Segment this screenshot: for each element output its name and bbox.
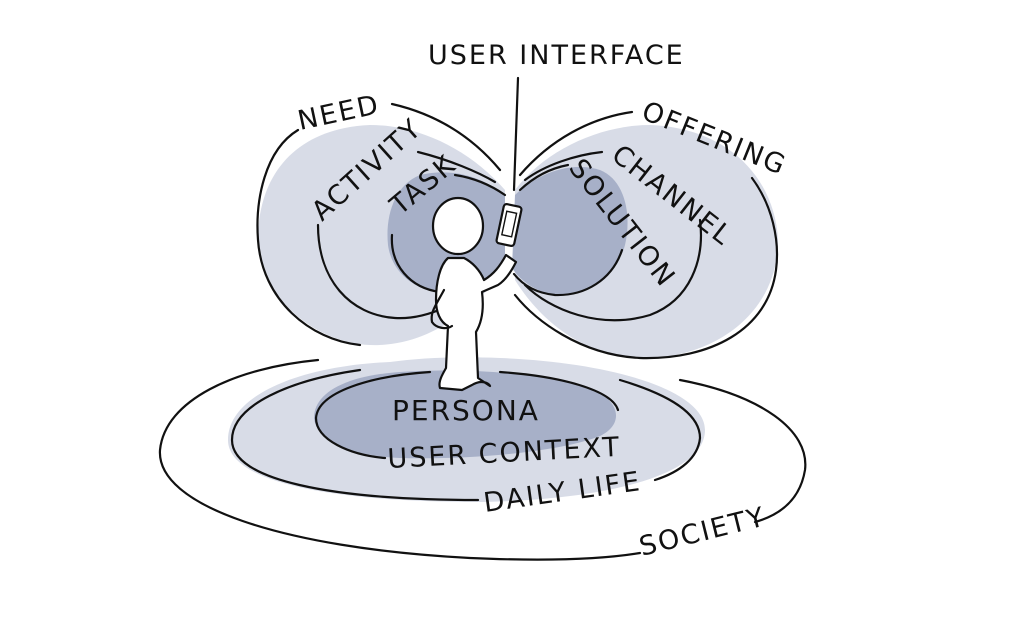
daily-life-ring-right [618,378,702,482]
offering-wing-outline-right [513,176,779,360]
activity-ring-top [416,150,497,184]
daily-life-ring [230,368,480,502]
phone-icon [495,203,523,247]
user-interface-pointer [512,76,520,192]
need-wing-outline [390,102,502,172]
offering-wing-outline [518,110,634,177]
channel-ring [523,218,702,322]
solution-ring-right [512,248,624,297]
task-ring [453,173,507,197]
user-context-ring [314,370,432,460]
solution-ring [518,163,570,192]
solution-area [512,166,628,296]
society-label: SOCIETY [636,501,769,562]
task-ring-left [390,233,442,294]
society-ring-right [678,378,807,524]
need-wing-outline-left [256,128,362,347]
persona-label: PERSONA [392,394,540,427]
person-icon [430,196,518,392]
user-context-ring-right [498,370,620,412]
user-context-area [314,370,617,459]
society-ring [158,358,642,561]
channel-ring-top [523,150,604,182]
user-interface-label: USER INTERFACE [428,40,685,71]
